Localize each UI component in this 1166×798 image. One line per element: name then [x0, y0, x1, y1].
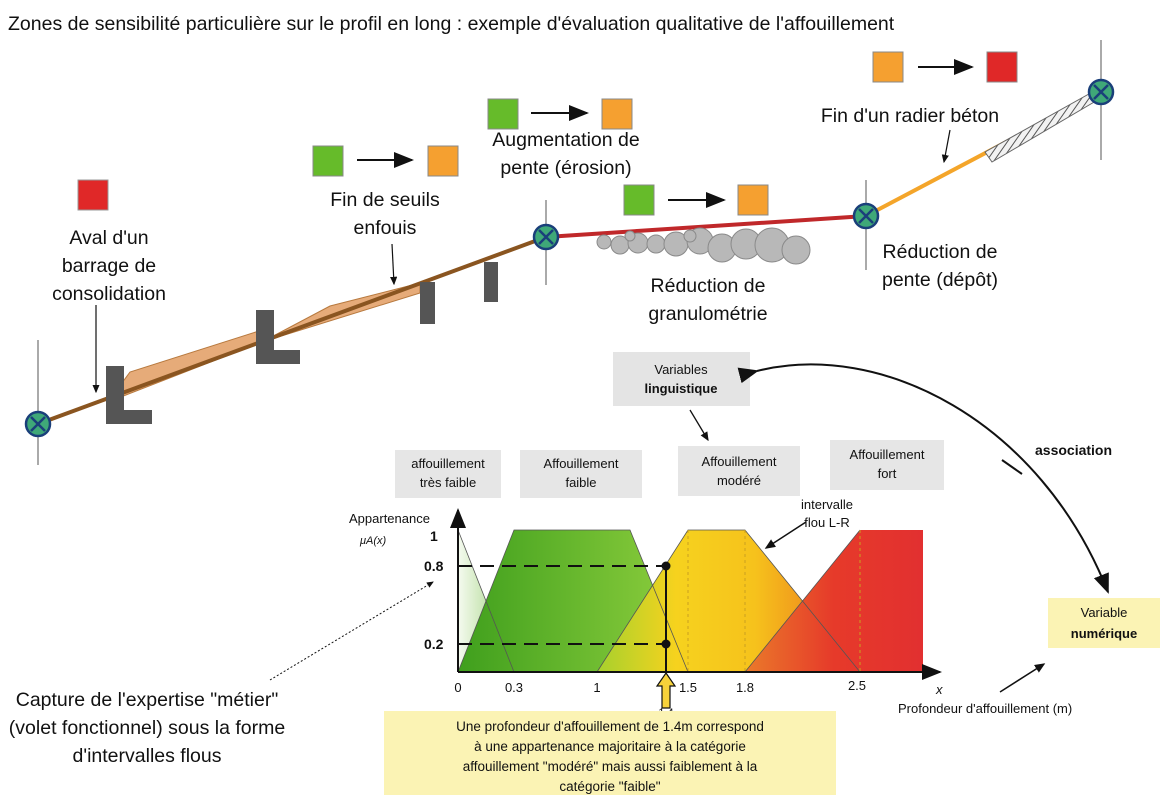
marker-up-arrow	[655, 671, 677, 709]
association-label: association	[1035, 442, 1112, 458]
x-tick-2.5: 2.5	[848, 678, 866, 693]
sill-block-2	[484, 262, 498, 302]
transition-augmentation	[487, 98, 633, 130]
category-tres-faible-line1: affouillement	[411, 456, 485, 471]
note-line3: affouillement "modéré" mais aussi faible…	[463, 759, 758, 774]
x-tick-0.3: 0.3	[505, 680, 523, 695]
x-tick-1.5: 1.5	[679, 680, 697, 695]
sill-block-1	[420, 282, 435, 324]
y-axis-symbol: μA(x)	[359, 535, 387, 547]
zone-augmentation-line1: Augmentation de	[492, 129, 639, 151]
zone-aval-line2: barrage de	[62, 255, 156, 277]
numeric-box-line2: numérique	[1071, 626, 1137, 641]
category-modere-line2: modéré	[717, 473, 761, 488]
interval-arrow	[764, 521, 807, 549]
note-line2: à une appartenance majoritaire à la caté…	[474, 739, 746, 754]
category-fort-line1: Affouillement	[850, 447, 925, 462]
interval-label-line1: intervalle	[801, 497, 853, 512]
node-2	[532, 223, 560, 251]
x-tick-1: 1	[593, 680, 600, 695]
membership-levels	[458, 561, 671, 672]
x-axis-title: Profondeur d'affouillement (m)	[898, 701, 1072, 716]
node-3	[852, 202, 880, 230]
x-axis-symbol: x	[935, 682, 943, 697]
zone-granulometrie-line1: Réduction de	[651, 275, 766, 297]
zone-granulometrie-line2: granulométrie	[648, 303, 767, 325]
sills	[106, 262, 498, 424]
capture-arrow	[269, 581, 434, 681]
zone-aval-line3: consolidation	[52, 283, 166, 305]
category-faible-line1: Affouillement	[544, 456, 619, 471]
radier-beton	[984, 89, 1102, 163]
category-fort-line2: fort	[878, 466, 897, 481]
sill-l-shape-1	[106, 366, 152, 424]
capture-text-line3: d'intervalles flous	[73, 745, 222, 767]
zone-aval-line1: Aval d'un	[69, 227, 148, 249]
zone-reduction-pente-line2: pente (dépôt)	[882, 269, 998, 291]
profile-nodes	[24, 78, 1115, 438]
transition-granulometrie	[623, 184, 769, 216]
y-tick-0.2: 0.2	[424, 636, 444, 652]
category-tres-faible-line2: très faible	[420, 475, 476, 490]
node-1	[24, 410, 52, 438]
note-line4: catégorie "faible"	[559, 779, 660, 794]
x-tick-1.8: 1.8	[736, 680, 754, 695]
zone-augmentation-line2: pente (érosion)	[500, 157, 631, 179]
x-tick-0: 0	[454, 680, 461, 695]
transition-radier	[872, 51, 1018, 83]
linguistic-variable-box: Variables linguistique	[613, 352, 750, 406]
association-tick	[1001, 459, 1023, 475]
note-box: Une profondeur d'affouillement de 1.4m c…	[384, 711, 836, 795]
profile-segment-red	[545, 214, 867, 239]
capture-text-line1: Capture de l'expertise "métier"	[16, 689, 279, 711]
y-tick-0.8: 0.8	[424, 558, 444, 574]
sill-l-shape-2	[256, 310, 300, 364]
pointer-arrows	[92, 129, 951, 394]
note-line1: Une profondeur d'affouillement de 1.4m c…	[456, 719, 764, 734]
numeric-variable-box: Variable numérique	[1048, 598, 1160, 648]
transition-seuils	[312, 145, 459, 177]
zone-reduction-pente-line1: Réduction de	[883, 241, 998, 263]
category-labels: affouillement très faible Affouillement …	[395, 440, 944, 498]
zone-radier: Fin d'un radier béton	[821, 105, 999, 127]
zone-seuils-line1: Fin de seuils	[330, 189, 440, 211]
depth-to-numeric-arrow	[999, 663, 1046, 693]
linguistic-box-line1: Variables	[654, 362, 708, 377]
category-modere-line1: Affouillement	[702, 454, 777, 469]
numeric-box-line1: Variable	[1081, 605, 1128, 620]
red-square-aval	[77, 179, 109, 211]
category-faible-line2: faible	[565, 475, 596, 490]
linguistic-box-line2: linguistique	[645, 381, 718, 396]
linguistic-to-categories-arrow	[689, 409, 709, 442]
association-curve	[737, 363, 1109, 594]
y-tick-1: 1	[430, 528, 438, 544]
membership-functions	[457, 529, 923, 673]
title: Zones de sensibilité particulière sur le…	[8, 13, 895, 35]
y-axis-title: Appartenance	[349, 511, 430, 526]
node-4	[1087, 78, 1115, 106]
capture-text-line2: (volet fonctionnel) sous la forme	[9, 717, 285, 739]
mf-fort	[745, 530, 923, 672]
interval-label-line2: flou L-R	[804, 515, 850, 530]
zone-seuils-line2: enfouis	[354, 217, 417, 239]
gravel	[596, 227, 811, 265]
